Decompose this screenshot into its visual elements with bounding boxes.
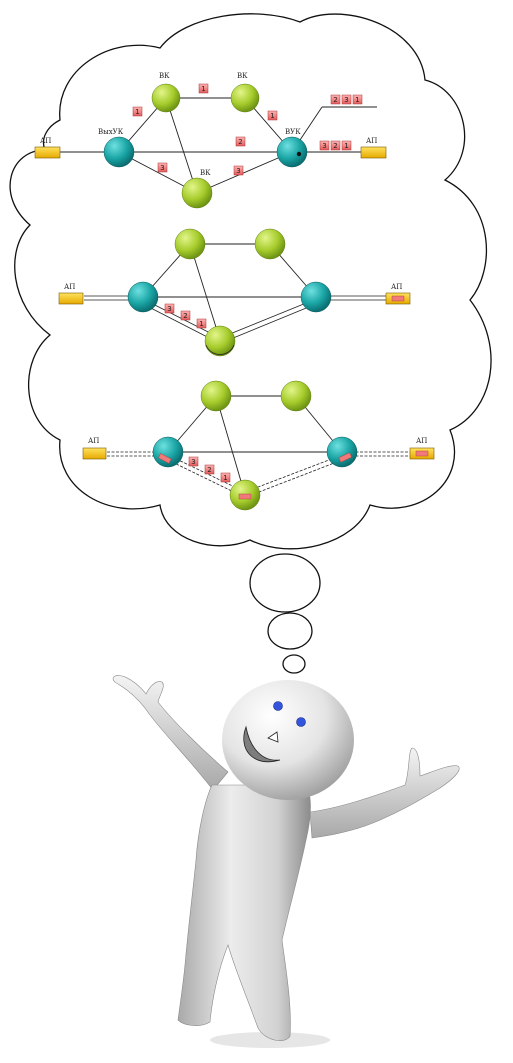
svg-text:1: 1 bbox=[270, 112, 274, 120]
right-arm bbox=[309, 747, 460, 839]
packet: 1 bbox=[198, 83, 209, 94]
vk-node bbox=[151, 83, 181, 113]
vk-node bbox=[181, 177, 213, 209]
svg-text:2: 2 bbox=[183, 312, 187, 320]
svg-text:1: 1 bbox=[344, 142, 348, 150]
ap-label: АП bbox=[366, 137, 377, 145]
vk-label: ВК bbox=[200, 169, 211, 177]
svg-text:3: 3 bbox=[191, 458, 195, 466]
svg-text:2: 2 bbox=[333, 142, 337, 150]
svg-text:1: 1 bbox=[223, 474, 227, 482]
right-eye-icon bbox=[296, 717, 306, 727]
packet: 1 bbox=[267, 110, 278, 121]
packet: 1 bbox=[352, 94, 363, 105]
packet-in-access-point bbox=[391, 295, 405, 302]
packet: 3 bbox=[157, 162, 168, 173]
svg-text:2: 2 bbox=[207, 466, 211, 474]
svg-text:2: 2 bbox=[333, 96, 337, 104]
vuk-node bbox=[276, 136, 308, 168]
svg-text:1: 1 bbox=[135, 108, 139, 116]
svg-text:1: 1 bbox=[355, 96, 359, 104]
packet-in-node bbox=[238, 493, 252, 500]
packet: 2 bbox=[330, 140, 341, 151]
packet: 2 bbox=[235, 136, 246, 147]
head bbox=[222, 680, 354, 800]
packet-in-access-point bbox=[415, 450, 429, 457]
ap-label: АП bbox=[64, 283, 75, 291]
thought-cloud bbox=[9, 13, 492, 674]
svg-text:2: 2 bbox=[238, 138, 242, 146]
svg-text:1: 1 bbox=[199, 320, 203, 328]
vk-node bbox=[204, 325, 236, 357]
access-point bbox=[82, 447, 107, 460]
network-diagram-3: АП АП 3 2 1 bbox=[82, 380, 435, 511]
svg-text:3: 3 bbox=[160, 164, 164, 172]
left-arm bbox=[112, 675, 229, 791]
thought-bubble-small bbox=[282, 654, 306, 674]
cheering-figure bbox=[112, 675, 460, 1048]
packet: 1 bbox=[196, 318, 207, 329]
vuk-node bbox=[326, 436, 358, 468]
access-point bbox=[58, 292, 84, 305]
access-point bbox=[360, 146, 387, 159]
network-diagram-2: АП АП 3 2 1 bbox=[58, 228, 411, 357]
thought-bubble-medium bbox=[267, 612, 313, 650]
packet: 1 bbox=[132, 106, 143, 117]
vuk-label: ВУК bbox=[285, 128, 301, 136]
vk-label: ВК bbox=[237, 72, 248, 80]
thought-bubble-large bbox=[249, 553, 321, 613]
ap-label: АП bbox=[88, 437, 99, 445]
ap-label: АП bbox=[416, 437, 427, 445]
packet-queue: 3 2 1 bbox=[319, 140, 352, 151]
vk-node-rim bbox=[205, 344, 235, 356]
access-point bbox=[34, 146, 61, 159]
vyh-uk-node bbox=[103, 136, 135, 168]
network-diagram-1: АП АП ВК ВК ВК ВыхУК ВУК 1 1 1 2 3 3 2 3… bbox=[34, 72, 387, 209]
nose-icon bbox=[267, 731, 279, 743]
packet: 2 bbox=[180, 310, 191, 321]
smile-icon bbox=[243, 725, 281, 763]
vuk-port-dot bbox=[296, 151, 302, 157]
packet: 1 bbox=[341, 140, 352, 151]
packet: 2 bbox=[204, 464, 215, 475]
packet: 3 bbox=[188, 456, 199, 467]
packet-queue: 2 3 1 bbox=[330, 94, 363, 105]
ap-label: АП bbox=[40, 137, 51, 145]
vyh-uk-node bbox=[127, 281, 159, 313]
svg-text:3: 3 bbox=[236, 167, 240, 175]
packet: 3 bbox=[164, 303, 175, 314]
packet-in-node bbox=[338, 452, 352, 463]
vk-node bbox=[254, 228, 286, 260]
vk-node bbox=[174, 228, 206, 260]
figure-shadow bbox=[210, 1032, 330, 1048]
vyh-uk-node bbox=[152, 436, 184, 468]
vk-node bbox=[230, 83, 260, 113]
left-eye-icon bbox=[273, 701, 283, 711]
vyh-uk-label: ВыхУК bbox=[98, 128, 124, 136]
svg-text:1: 1 bbox=[201, 85, 205, 93]
svg-text:3: 3 bbox=[322, 142, 326, 150]
packet: 1 bbox=[220, 472, 231, 483]
svg-text:3: 3 bbox=[167, 305, 171, 313]
svg-text:3: 3 bbox=[344, 96, 348, 104]
vk-label: ВК bbox=[159, 72, 170, 80]
packet: 3 bbox=[341, 94, 352, 105]
packet-in-node bbox=[158, 453, 172, 464]
packet: 3 bbox=[233, 165, 244, 176]
packet: 3 bbox=[319, 140, 330, 151]
vuk-node bbox=[300, 281, 332, 313]
vk-node bbox=[280, 380, 312, 412]
torso bbox=[177, 784, 311, 1041]
packet: 2 bbox=[330, 94, 341, 105]
vk-node bbox=[200, 380, 232, 412]
ap-label: АП bbox=[391, 283, 402, 291]
